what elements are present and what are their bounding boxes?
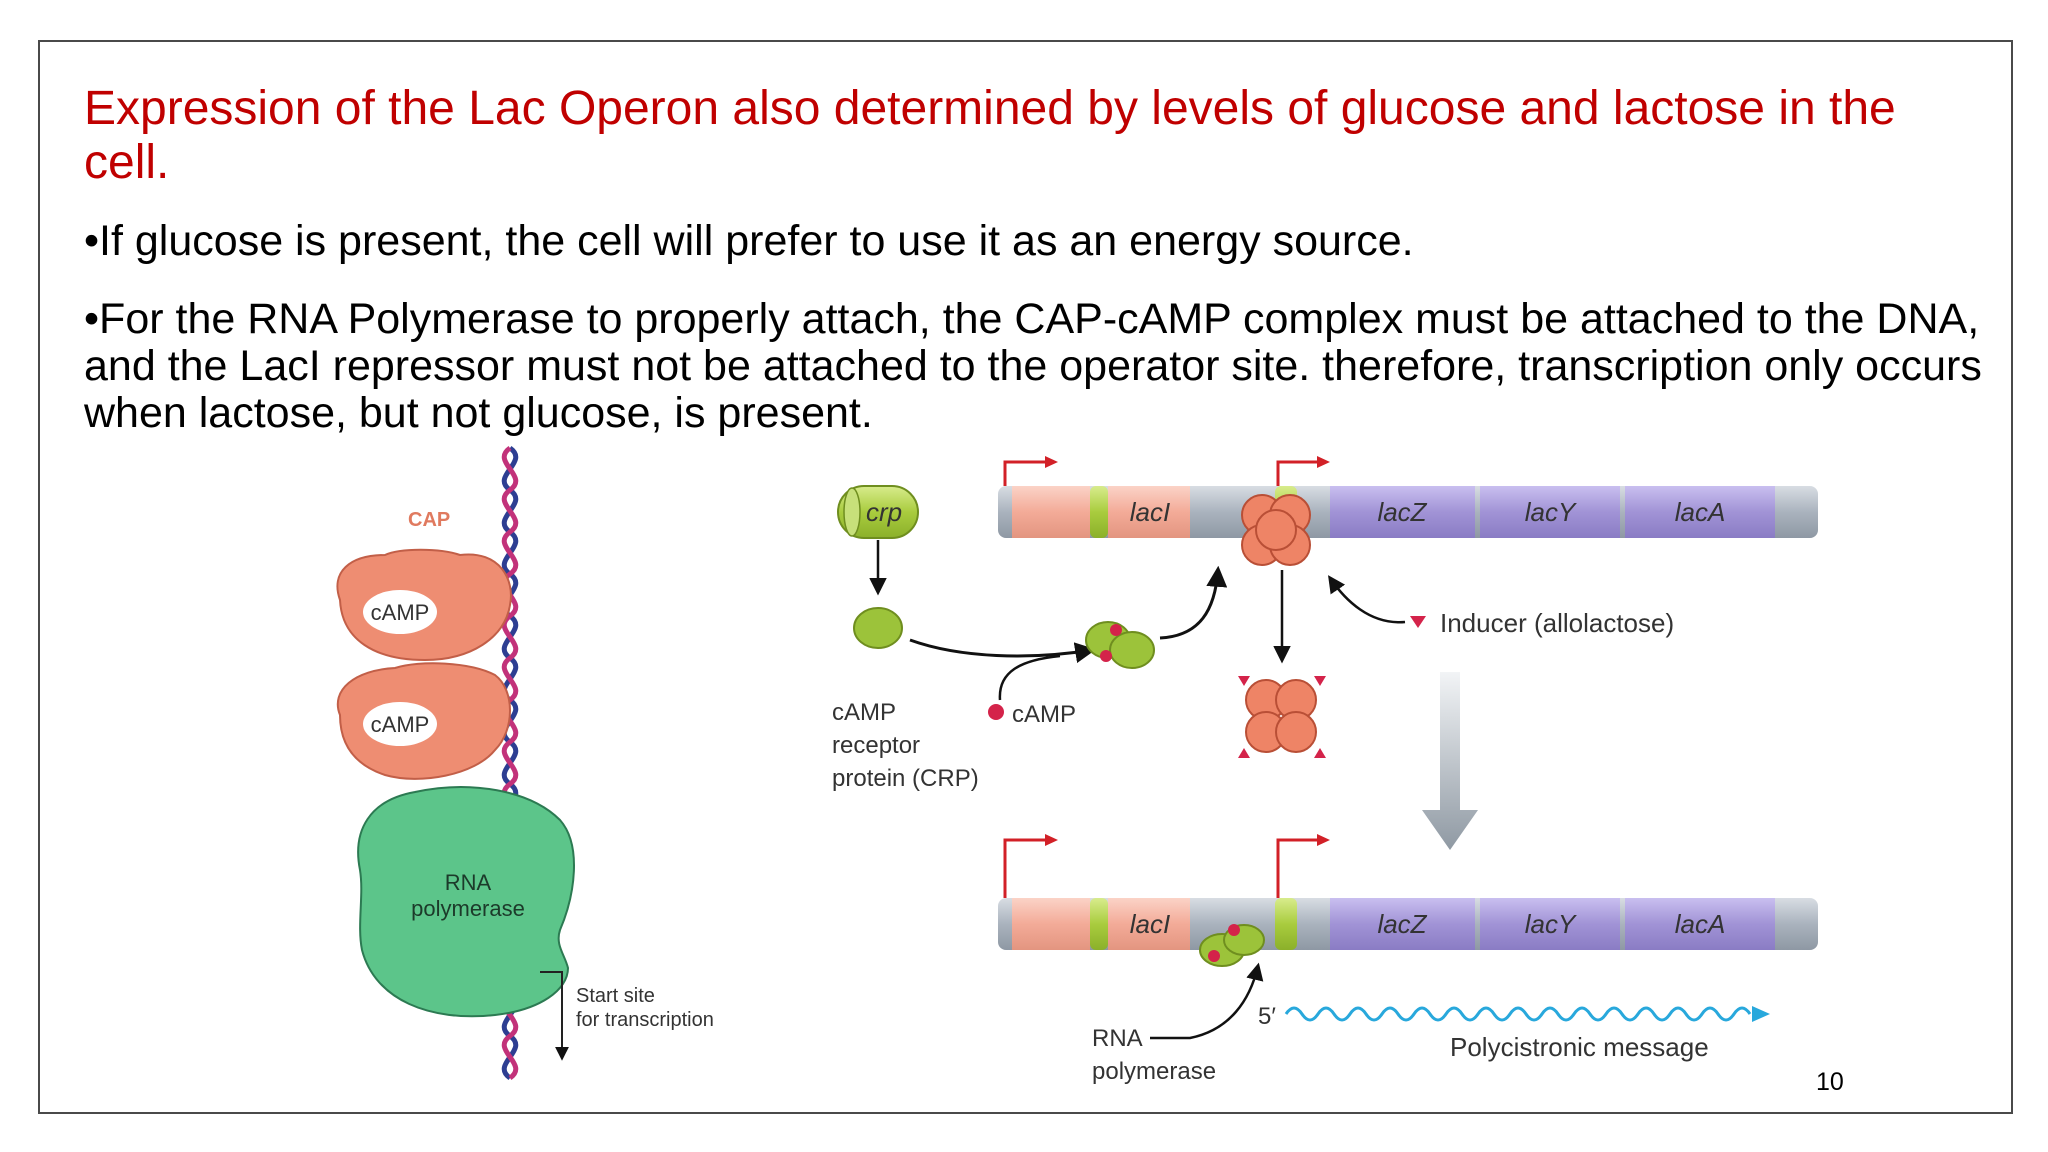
rna-pol-right-line2: polymerase xyxy=(1092,1058,1216,1085)
operator-band-bottom-a xyxy=(1090,898,1108,950)
start-site-line2: for transcription xyxy=(576,1009,714,1031)
cap-camp-complex xyxy=(1085,621,1155,669)
operator-band-bottom-b xyxy=(1275,898,1297,950)
crp-label-line2: receptor xyxy=(832,732,920,759)
laci-label-top: lacI xyxy=(1130,497,1170,527)
lacz-label-top: lacZ xyxy=(1377,497,1427,527)
laca-label-top: lacA xyxy=(1675,497,1726,527)
camp-top-icon xyxy=(363,590,437,634)
operator-band-top-a xyxy=(1090,486,1108,538)
inducer-label: Inducer (allolactose) xyxy=(1440,608,1674,638)
inducer-icon xyxy=(1410,616,1426,628)
bullet-glucose: •If glucose is present, the cell will pr… xyxy=(84,217,1414,265)
camp-bottom-label: cAMP xyxy=(371,712,430,737)
lacy-label-top: lacY xyxy=(1525,497,1577,527)
lacz-gene-top xyxy=(1330,486,1475,538)
camp-bottom-icon xyxy=(363,702,437,746)
laci-gene-bottom xyxy=(1108,898,1190,950)
promoter-arrow-lac-bottom xyxy=(1276,838,1320,898)
promoter-arrowhead-laci-bottom xyxy=(1045,834,1058,846)
crp-protein xyxy=(853,607,903,649)
lacy-gene-bottom xyxy=(1480,898,1620,950)
promoter-arrowhead-laci-top xyxy=(1045,456,1058,468)
slide-frame xyxy=(38,40,2013,1114)
arrow-camp-binds xyxy=(998,654,1061,701)
crp-label-line3: protein (CRP) xyxy=(832,765,979,792)
start-site-line1: Start site xyxy=(576,985,655,1007)
arrow-crp-to-complex xyxy=(909,638,1097,664)
lacy-label-bottom: lacY xyxy=(1525,909,1577,939)
laca-gene-top xyxy=(1625,486,1775,538)
arrow-rna-polymerase xyxy=(1150,962,1264,1040)
laci-gene-top xyxy=(1108,486,1190,538)
promoter-arrowhead-lac-top xyxy=(1317,456,1330,468)
laca-gene-bottom xyxy=(1625,898,1775,950)
rna-pol-left-line2: polymerase xyxy=(411,896,525,921)
start-site-arrow xyxy=(540,971,569,1061)
lacy-gene-top xyxy=(1480,486,1620,538)
polycistronic-label: Polycistronic message xyxy=(1450,1032,1709,1062)
laci-label-bottom: lacI xyxy=(1130,909,1170,939)
camp-top-label: cAMP xyxy=(371,600,430,625)
arrow-complex-to-dna xyxy=(1159,565,1228,640)
rna-polymerase-left xyxy=(357,786,575,1018)
camp-label: cAMP xyxy=(1012,701,1076,728)
promoter-region-top xyxy=(1012,486,1090,538)
camp-molecule-icon xyxy=(988,704,1004,720)
rna-pol-left-line1: RNA xyxy=(445,870,492,895)
polycistronic-mrna xyxy=(1284,1006,1752,1022)
promoter-region-bottom xyxy=(1012,898,1090,950)
mrna-arrowhead xyxy=(1752,1006,1770,1022)
laca-label-bottom: lacA xyxy=(1675,909,1726,939)
slide-title: Expression of the Lac Operon also determ… xyxy=(84,82,1896,189)
lacz-gene-bottom xyxy=(1330,898,1475,950)
transition-arrow xyxy=(1422,672,1478,850)
cap-label: CAP xyxy=(408,509,450,531)
crp-label-line1: cAMP xyxy=(832,699,896,726)
bullet-rna-polymerase: •For the RNA Polymerase to properly atta… xyxy=(84,295,1982,437)
promoter-arrow-lac-top xyxy=(1276,460,1320,486)
five-prime-label: 5′ xyxy=(1258,1003,1276,1030)
slide-page-number: 10 xyxy=(1816,1068,1844,1096)
promoter-arrow-laci-top xyxy=(1003,460,1048,486)
inducer-bound-markers xyxy=(1238,676,1326,758)
cap-camp-bound-dna xyxy=(1199,924,1265,967)
lacz-label-bottom: lacZ xyxy=(1377,909,1427,939)
rna-pol-right-line1: RNA xyxy=(1092,1025,1143,1052)
promoter-arrow-laci-bottom xyxy=(1003,838,1048,898)
crp-gene: crp xyxy=(837,485,919,539)
lac-repressor-released xyxy=(1245,679,1317,753)
lac-repressor-bound xyxy=(1241,494,1311,566)
crp-gene-label: crp xyxy=(866,497,902,527)
promoter-arrowhead-lac-bottom xyxy=(1317,834,1330,846)
arrow-inducer xyxy=(1328,575,1406,624)
